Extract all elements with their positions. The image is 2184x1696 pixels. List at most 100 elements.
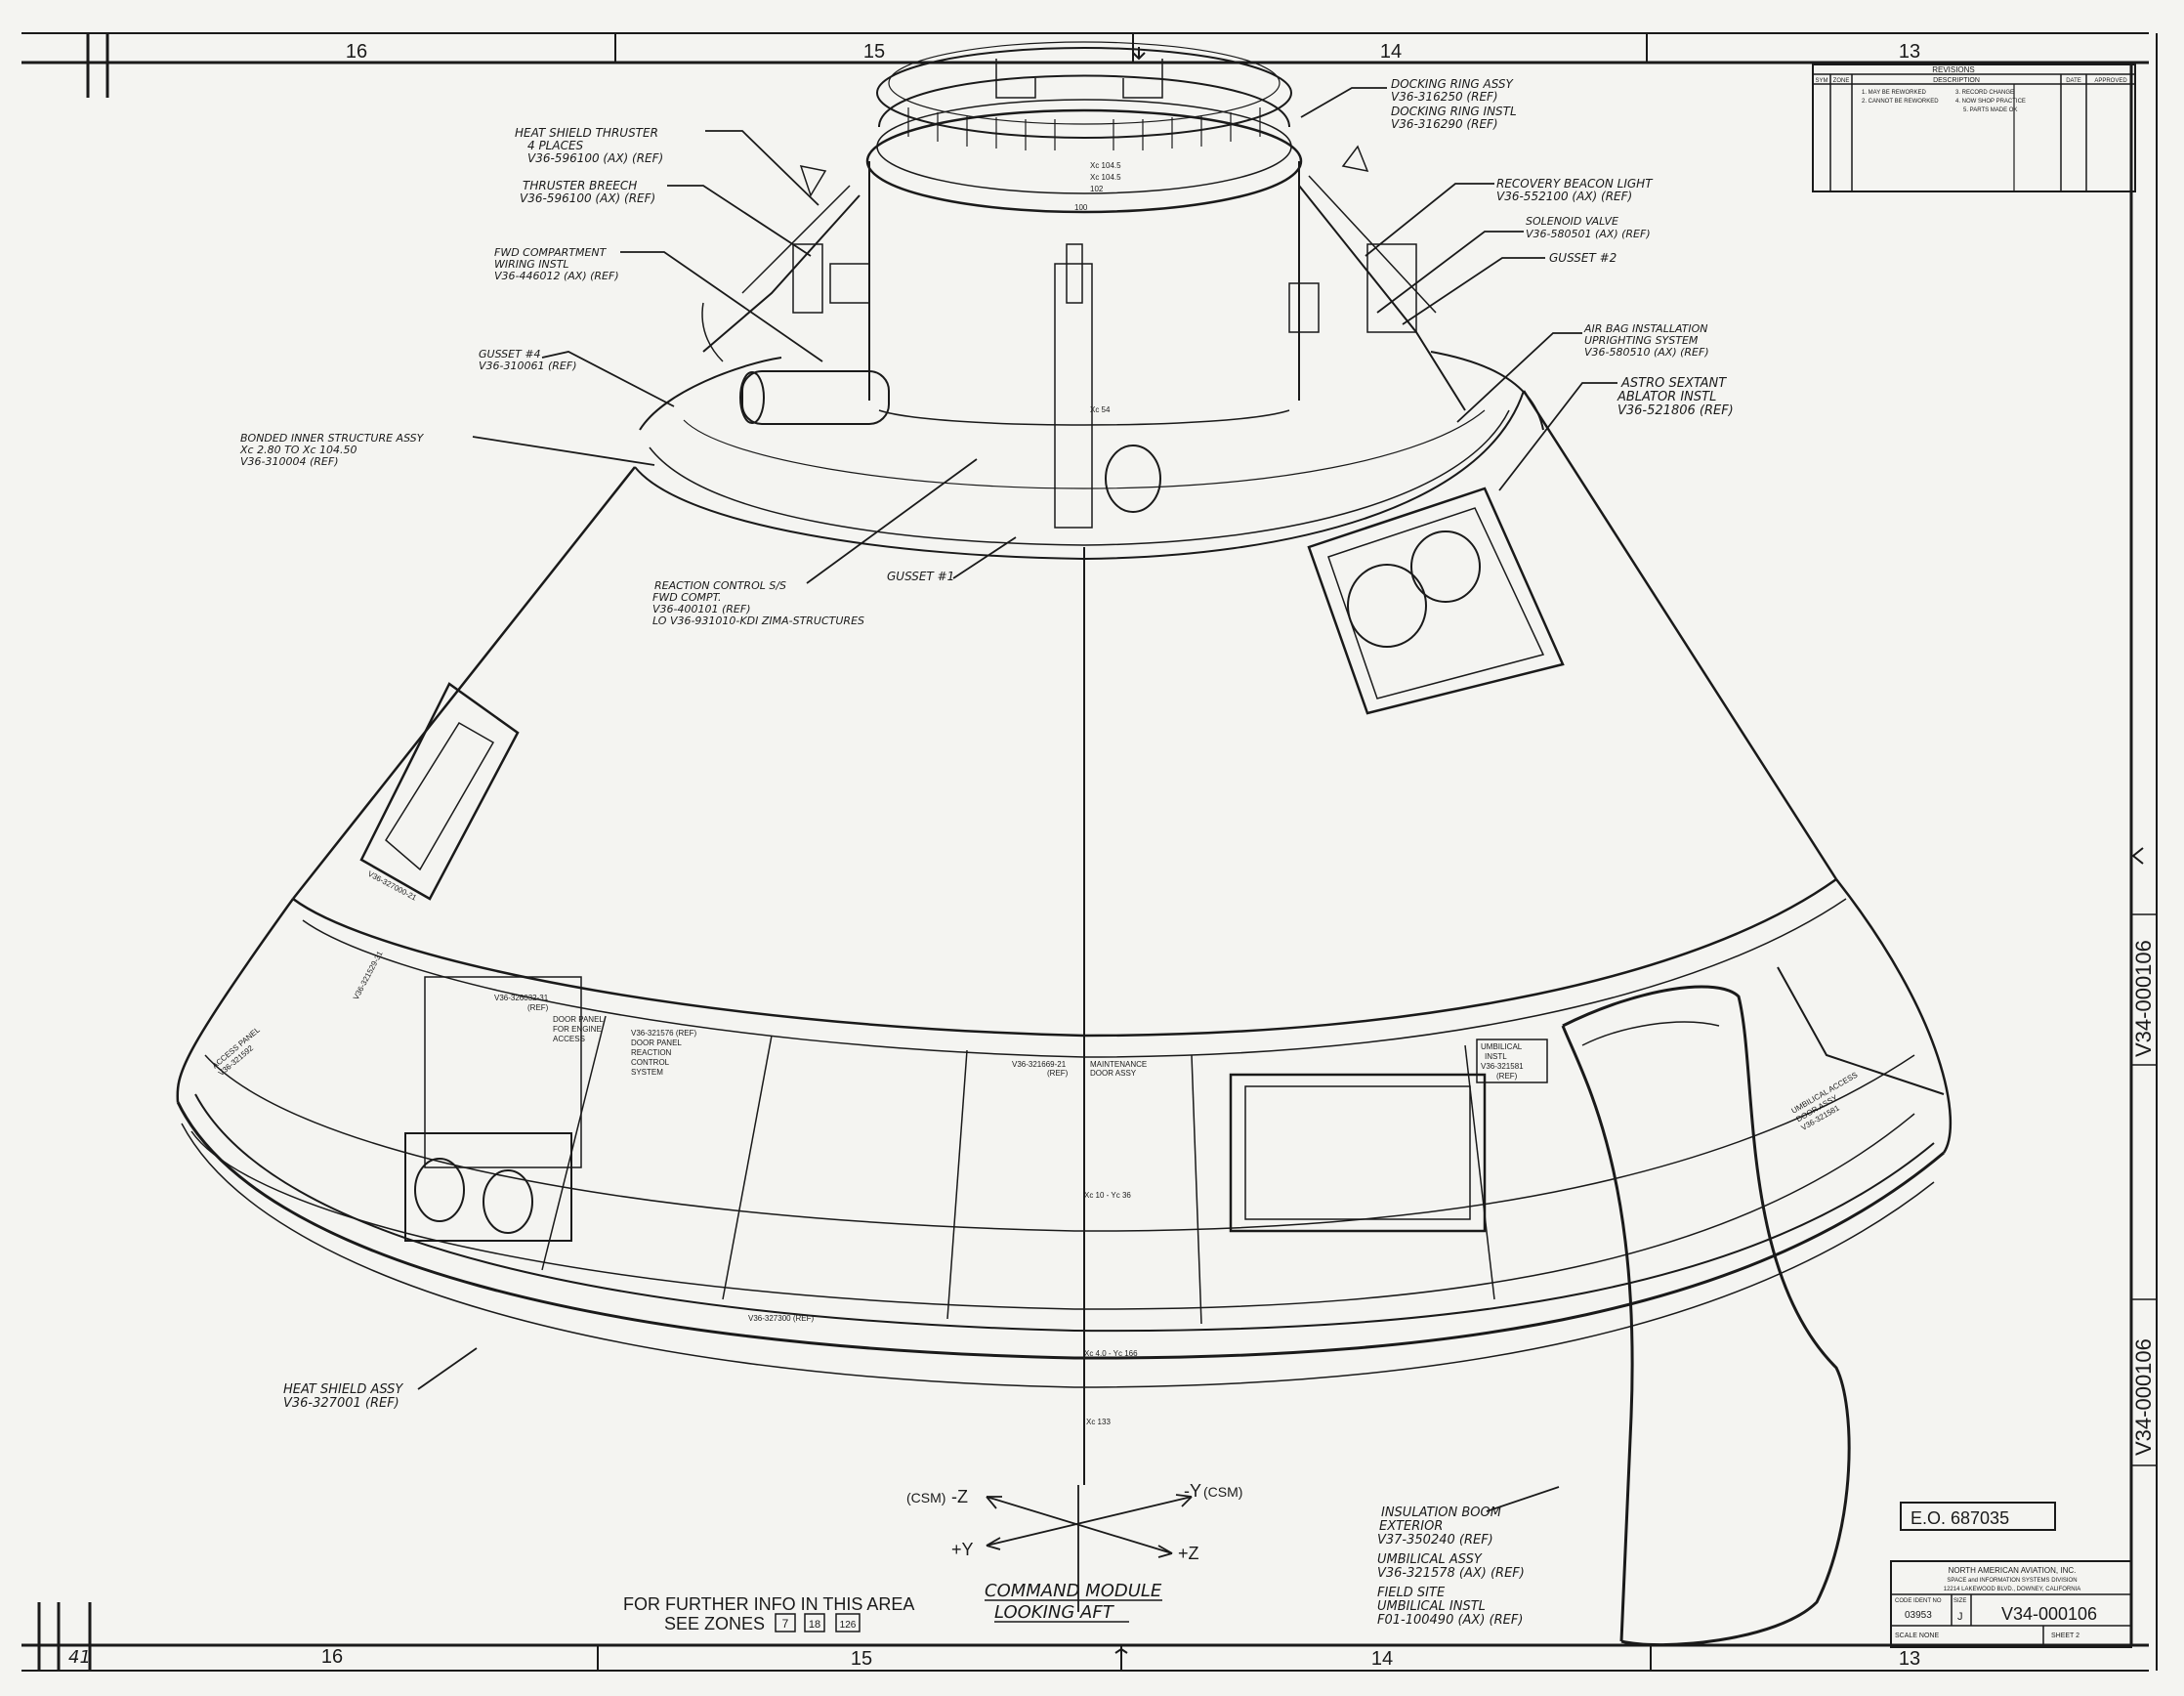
callout-insulation-boom-line1: INSULATION BOOM [1381,1505,1501,1520]
title-block-code-ident-label: CODE IDENT NO [1895,1598,1942,1604]
callout-air-bag-line1: AIR BAG INSTALLATION [1583,322,1708,335]
callout-reaction-control-line4: LO V36-931010-KDI ZIMA-STRUCTURES [652,615,864,627]
station-mark-1: Xc 104.5 [1090,161,1121,170]
callout-fwd-compartment-line1: FWD COMPARTMENT [494,246,608,259]
further-info-zone-3: 126 [840,1620,857,1631]
revisions-col-date: DATE [2066,78,2081,84]
ring-mark-2: 102 [1090,185,1104,193]
callout-heat-shield-assy-line1: HEAT SHIELD ASSY [283,1382,403,1397]
title-block-drawing-number: V34-000106 [2001,1604,2097,1624]
panel-door-reaction-line4: CONTROL [631,1058,670,1067]
callout-docking-ring-line1: DOCKING RING ASSY [1391,77,1515,91]
callout-bonded-inner: BONDED INNER STRUCTURE ASSY Xc 2.80 TO X… [239,432,425,468]
panel-umbilical-instl-line3: V36-321581 [1481,1062,1524,1071]
panel-label-access-left: ACCESS PANEL V36-321592 [211,1025,263,1078]
title-block-size-label: SIZE [1953,1598,1966,1604]
callout-bonded-inner-line2: Xc 2.80 TO Xc 104.50 [239,444,357,456]
callout-gusset-1: GUSSET #1 [887,570,954,583]
panel-maintenance-line3: MAINTENANCE [1090,1060,1147,1069]
revisions-note-3: 3. RECORD CHANGE [1955,90,2014,96]
drawing-border [21,32,2158,1672]
revisions-note-4: 4. NOW SHOP PRACTICE [1955,99,2026,105]
callout-heat-shield-assy-line2: V36-327001 (REF) [283,1396,399,1411]
axis-minus-y-tag: (CSM) [1203,1484,1242,1500]
further-info-line2: SEE ZONES [664,1614,765,1633]
axis-minus-y-label: -Y [1184,1481,1201,1501]
revisions-col-description: DESCRIPTION [1933,77,1980,84]
title-block-code-ident: 03953 [1905,1610,1932,1621]
axis-plus-z-label: +Z [1178,1544,1199,1563]
axis-plus-y-label: +Y [951,1540,974,1559]
eo-stamp: E.O. 687035 [1911,1508,2009,1528]
callout-insulation-boom-line7: UMBILICAL INSTL [1377,1599,1486,1614]
revisions-col-approved: APPROVED [2094,78,2127,84]
callout-air-bag-line2: UPRIGHTING SYSTEM [1584,334,1699,347]
panel-label-umbilical-instl: UMBILICAL INSTL V36-321581 (REF) [1481,1042,1524,1081]
title-block-scale: SCALE NONE [1895,1632,1939,1639]
callout-astro-sextant-line3: V36-521806 (REF) [1617,403,1734,418]
panel-door-reaction-line2: DOOR PANEL [631,1039,682,1047]
callout-thruster-breech-line2: V36-596100 (AX) (REF) [520,191,655,205]
title-block-company: NORTH AMERICAN AVIATION, INC. [1949,1566,2077,1575]
station-mark-3: Xc 10 - Yc 36 [1084,1191,1131,1200]
panel-door-engine-line2: (REF) [527,1003,549,1012]
panel-label-maintenance: V36-321669-21 (REF) MAINTENANCE DOOR ASS… [1012,1060,1147,1078]
revisions-note-5: 5. PARTS MADE OK [1963,107,2017,113]
margin-number-lower: V34-000106 [2131,1338,2156,1456]
panel-window-ref: V36-327000-21 [366,869,418,903]
panel-door-engine-line1: V36-326032-31 [494,994,549,1002]
title-label-underline [985,1599,1162,1623]
revisions-col-sym: SYM [1815,78,1827,84]
further-info-zone-2: 18 [809,1619,820,1631]
axis-minus-z-tag: (CSM) [906,1490,945,1505]
panel-door-engine-line3: DOOR PANEL [553,1015,604,1024]
title-label-line2: LOOKING AFT [994,1602,1115,1623]
callout-docking-ring-line3: DOCKING RING INSTL [1391,105,1517,118]
callout-recovery-beacon: RECOVERY BEACON LIGHT V36-552100 (AX) (R… [1496,177,1654,203]
callout-bonded-inner-line1: BONDED INNER STRUCTURE ASSY [240,432,425,445]
revisions-col-zone: ZONE [1833,78,1850,84]
zone-top-16: 16 [346,41,367,63]
panel-label-umbilical-access: UMBILICAL ACCESS DOOR ASSY V36-321581 [1790,1071,1860,1132]
panel-door-reaction-line3: REACTION [631,1048,672,1057]
callout-insulation-boom: INSULATION BOOM EXTERIOR V37-350240 (REF… [1377,1505,1525,1628]
callout-solenoid-valve-line2: V36-580501 (AX) (REF) [1526,228,1651,240]
axes-cross [986,1485,1193,1612]
title-block [1890,1560,2132,1648]
corner-number: 41 [68,1647,91,1668]
panel-maintenance-line2: (REF) [1047,1069,1069,1078]
revisions-note-1: 1. MAY BE REWORKED [1862,90,1926,96]
panel-side-ref: V36-321529-31 [352,950,385,1001]
panel-label-door-reaction: V36-321576 (REF) DOOR PANEL REACTION CON… [631,1029,696,1077]
callout-insulation-boom-line4: UMBILICAL ASSY [1377,1552,1483,1567]
callout-fwd-compartment: FWD COMPARTMENT WIRING INSTL V36-446012 … [494,246,619,282]
eo-stamp-box [1900,1502,2056,1531]
panel-door-engine-line4: FOR ENGINE [553,1025,602,1034]
callout-thruster-breech: THRUSTER BREECH V36-596100 (AX) (REF) [520,179,655,205]
callout-heat-shield-thruster: HEAT SHIELD THRUSTER 4 PLACES V36-596100… [515,126,663,165]
callout-insulation-boom-line6: FIELD SITE [1377,1586,1446,1600]
revisions-title: REVISIONS [1932,65,1975,74]
callout-recovery-beacon-line1: RECOVERY BEACON LIGHT [1496,177,1654,191]
command-module-illustration [176,41,1953,1647]
callout-recovery-beacon-line2: V36-552100 (AX) (REF) [1496,190,1632,203]
title-block-address: 12214 LAKEWOOD BLVD., DOWNEY, CALIFORNIA [1944,1587,2081,1592]
panel-door-reaction-line1: V36-321576 (REF) [631,1029,696,1038]
panel-umbilical-instl-line2: INSTL [1485,1052,1507,1061]
callout-insulation-boom-line2: EXTERIOR [1379,1519,1443,1534]
panel-label-door-engine: V36-326032-31 (REF) DOOR PANEL FOR ENGIN… [494,994,604,1043]
zone-top-14: 14 [1380,41,1402,63]
callout-heat-shield-thruster-line1: HEAT SHIELD THRUSTER [515,126,658,140]
callout-heat-shield-thruster-line2: 4 PLACES [527,139,584,152]
axis-minus-z-label: -Z [951,1487,968,1506]
callout-reaction-control-line1: REACTION CONTROL S/S [654,579,786,592]
zone-bottom-14: 14 [1371,1648,1393,1670]
zone-top-15: 15 [863,41,885,63]
zone-bottom-15: 15 [851,1648,872,1670]
panel-umbilical-instl-line1: UMBILICAL [1481,1042,1523,1051]
callout-insulation-boom-line5: V36-321578 (AX) (REF) [1377,1566,1525,1581]
panel-umbilical-instl-line4: (REF) [1496,1072,1518,1081]
station-mark-4: Xc 4.0 - Yc 166 [1084,1349,1138,1358]
title-label-line1: COMMAND MODULE [985,1581,1162,1601]
callout-insulation-boom-line8: F01-100490 (AX) (REF) [1377,1613,1523,1628]
